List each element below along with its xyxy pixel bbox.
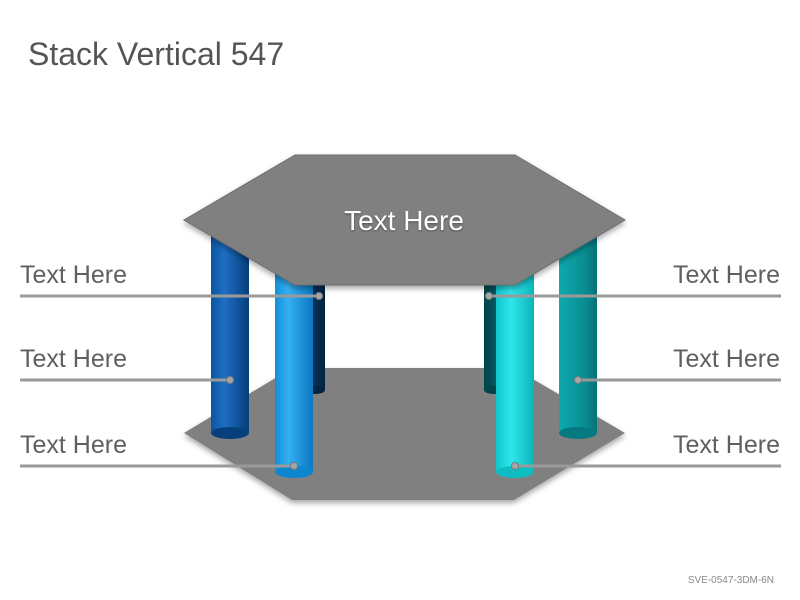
left-label-2: Text Here xyxy=(20,345,127,373)
left-label-3: Text Here xyxy=(20,431,127,459)
bottom-platform xyxy=(184,368,625,500)
slide-code: SVE-0547-3DM-6N xyxy=(687,575,774,586)
connector-dot xyxy=(574,376,582,384)
pillar-dark-blue xyxy=(211,230,249,439)
page-title: Stack Vertical 547 xyxy=(28,36,285,72)
center-label: Text Here xyxy=(344,205,464,236)
pillar-cyan xyxy=(496,270,534,478)
right-label-3: Text Here xyxy=(673,431,780,459)
connector-dot xyxy=(485,292,493,300)
connector-dot xyxy=(290,462,298,470)
left-label-1: Text Here xyxy=(20,261,127,289)
connector-dot xyxy=(511,462,519,470)
right-label-2: Text Here xyxy=(673,345,780,373)
pillar-light-blue xyxy=(275,270,313,478)
right-label-1: Text Here xyxy=(673,261,780,289)
connector-dot xyxy=(315,292,323,300)
connector-dot xyxy=(226,376,234,384)
top-platform xyxy=(183,154,626,286)
pillar-teal xyxy=(559,230,597,439)
